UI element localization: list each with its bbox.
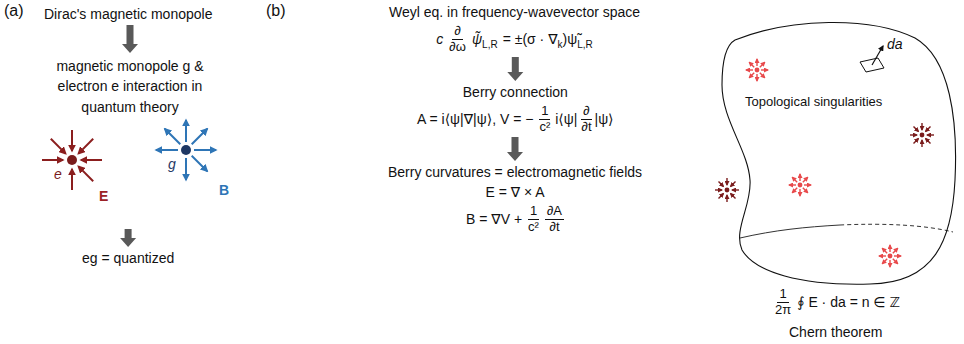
flow-arrow bbox=[120, 229, 136, 247]
subscript: k bbox=[558, 39, 563, 50]
fraction-numerator: 1 bbox=[539, 104, 550, 120]
chern-equation: 12π∮ E · da = n ∈ ℤ bbox=[773, 287, 900, 317]
fraction-numerator: ∂A bbox=[545, 204, 564, 220]
field-label: B bbox=[219, 182, 229, 198]
step-text: Dirac's magnetic monopole bbox=[44, 6, 212, 22]
theorem-name: Chern theorem bbox=[789, 324, 882, 340]
fraction-numerator: 1 bbox=[777, 287, 788, 303]
panel-label: (a) bbox=[4, 2, 24, 20]
equation-term: A = i⟨ψ|∇|ψ⟩, V = − bbox=[417, 111, 533, 127]
area-label: da bbox=[887, 36, 903, 52]
subscript: L,R bbox=[577, 39, 593, 50]
text-line: Weyl eq. in frequency-wavevector space bbox=[389, 4, 640, 20]
fraction-denominator: c² bbox=[537, 120, 552, 135]
text-line: Berry connection bbox=[417, 84, 614, 100]
surface-outline bbox=[710, 14, 960, 286]
fraction-denominator: c² bbox=[526, 220, 541, 235]
node-heading: Berry connection bbox=[463, 84, 568, 100]
fraction-denominator: ∂ω bbox=[447, 40, 468, 55]
source-singularity bbox=[879, 245, 901, 267]
node-heading: eg = quantized bbox=[82, 250, 174, 266]
sink-singularity bbox=[715, 178, 739, 202]
equation-line: B = ∇V + 1c² ∂A∂t bbox=[388, 204, 642, 234]
equation-line: A = i⟨ψ|∇|ψ⟩, V = − 1c²i⟨ψ|∂∂t|ψ⟩ bbox=[417, 104, 614, 134]
equation-term: c bbox=[436, 31, 443, 47]
equation-term: )ψ̃ bbox=[563, 31, 578, 47]
equation-line: c∂∂ωψ̃L,R= ±(σ · ∇k)ψ̃L,R bbox=[389, 24, 640, 54]
normal-vector bbox=[872, 46, 883, 65]
fraction: 1c² bbox=[537, 104, 552, 134]
node-heading: Dirac's magnetic monopole bbox=[44, 6, 212, 22]
charge-label: e bbox=[54, 166, 62, 182]
equation-step: Weyl eq. in frequency-wavevector spacec∂… bbox=[389, 4, 640, 54]
surface-label: Topological singularities bbox=[745, 94, 882, 109]
text-line: Berry curvatures = electromagnetic field… bbox=[388, 164, 642, 180]
fraction: ∂∂t bbox=[579, 104, 593, 134]
equator-back bbox=[840, 224, 953, 232]
text-line: E = ∇ × A bbox=[388, 184, 642, 200]
equator-front bbox=[740, 225, 840, 238]
equation-term: = ±(σ · ∇ bbox=[503, 31, 558, 47]
equation-term: |ψ⟩ bbox=[595, 111, 614, 127]
panel-label: (b) bbox=[266, 2, 286, 20]
electron-field bbox=[42, 130, 102, 190]
equation-step: Berry connection A = i⟨ψ|∇|ψ⟩, V = − 1c²i⟨… bbox=[417, 84, 614, 134]
equation-step: Berry curvatures = electromagnetic field… bbox=[388, 164, 642, 234]
closed-surface: Topological singularities bbox=[710, 14, 960, 286]
equation-term: E = ∇ × A bbox=[485, 184, 544, 200]
fraction: ∂∂ω bbox=[447, 24, 468, 54]
equation-term: B = ∇V + bbox=[466, 211, 522, 227]
fraction: 12π bbox=[773, 287, 793, 317]
charge-label: g bbox=[168, 156, 176, 172]
monopole-field bbox=[156, 120, 216, 180]
node-heading: Weyl eq. in frequency-wavevector space bbox=[389, 4, 640, 20]
node-heading: Berry curvatures = electromagnetic field… bbox=[388, 164, 642, 180]
source-singularity bbox=[789, 174, 811, 196]
fraction: 1c² bbox=[526, 204, 541, 234]
text-line: eg = quantized bbox=[82, 250, 174, 266]
field-label: E bbox=[99, 188, 108, 204]
fraction-denominator: ∂t bbox=[547, 220, 561, 235]
fraction: ∂A∂t bbox=[545, 204, 564, 234]
fraction-denominator: 2π bbox=[773, 303, 793, 318]
equation-term: ∮ E · da = n ∈ ℤ bbox=[797, 294, 900, 310]
fraction-numerator: 1 bbox=[528, 204, 539, 220]
fraction-denominator: ∂t bbox=[579, 120, 593, 135]
step-text: eg = quantized bbox=[82, 250, 174, 266]
flow-arrow bbox=[122, 25, 138, 53]
subscript: L,R bbox=[482, 39, 498, 50]
flow-arrow bbox=[507, 137, 523, 161]
flow-arrow bbox=[507, 57, 523, 81]
fraction-numerator: ∂ bbox=[581, 104, 591, 120]
text-line: Dirac's magnetic monopole bbox=[44, 6, 212, 22]
source-singularity bbox=[746, 59, 768, 81]
text-line: magnetic monopole g & electron e interac… bbox=[39, 56, 221, 117]
equation-term: i⟨ψ| bbox=[555, 111, 577, 127]
node-heading: magnetic monopole g & electron e interac… bbox=[56, 58, 203, 115]
step-text: magnetic monopole g & electron e interac… bbox=[39, 56, 221, 226]
sink-singularity bbox=[910, 123, 934, 147]
equation-term: ψ̃ bbox=[472, 31, 482, 47]
fraction-numerator: ∂ bbox=[452, 24, 462, 40]
